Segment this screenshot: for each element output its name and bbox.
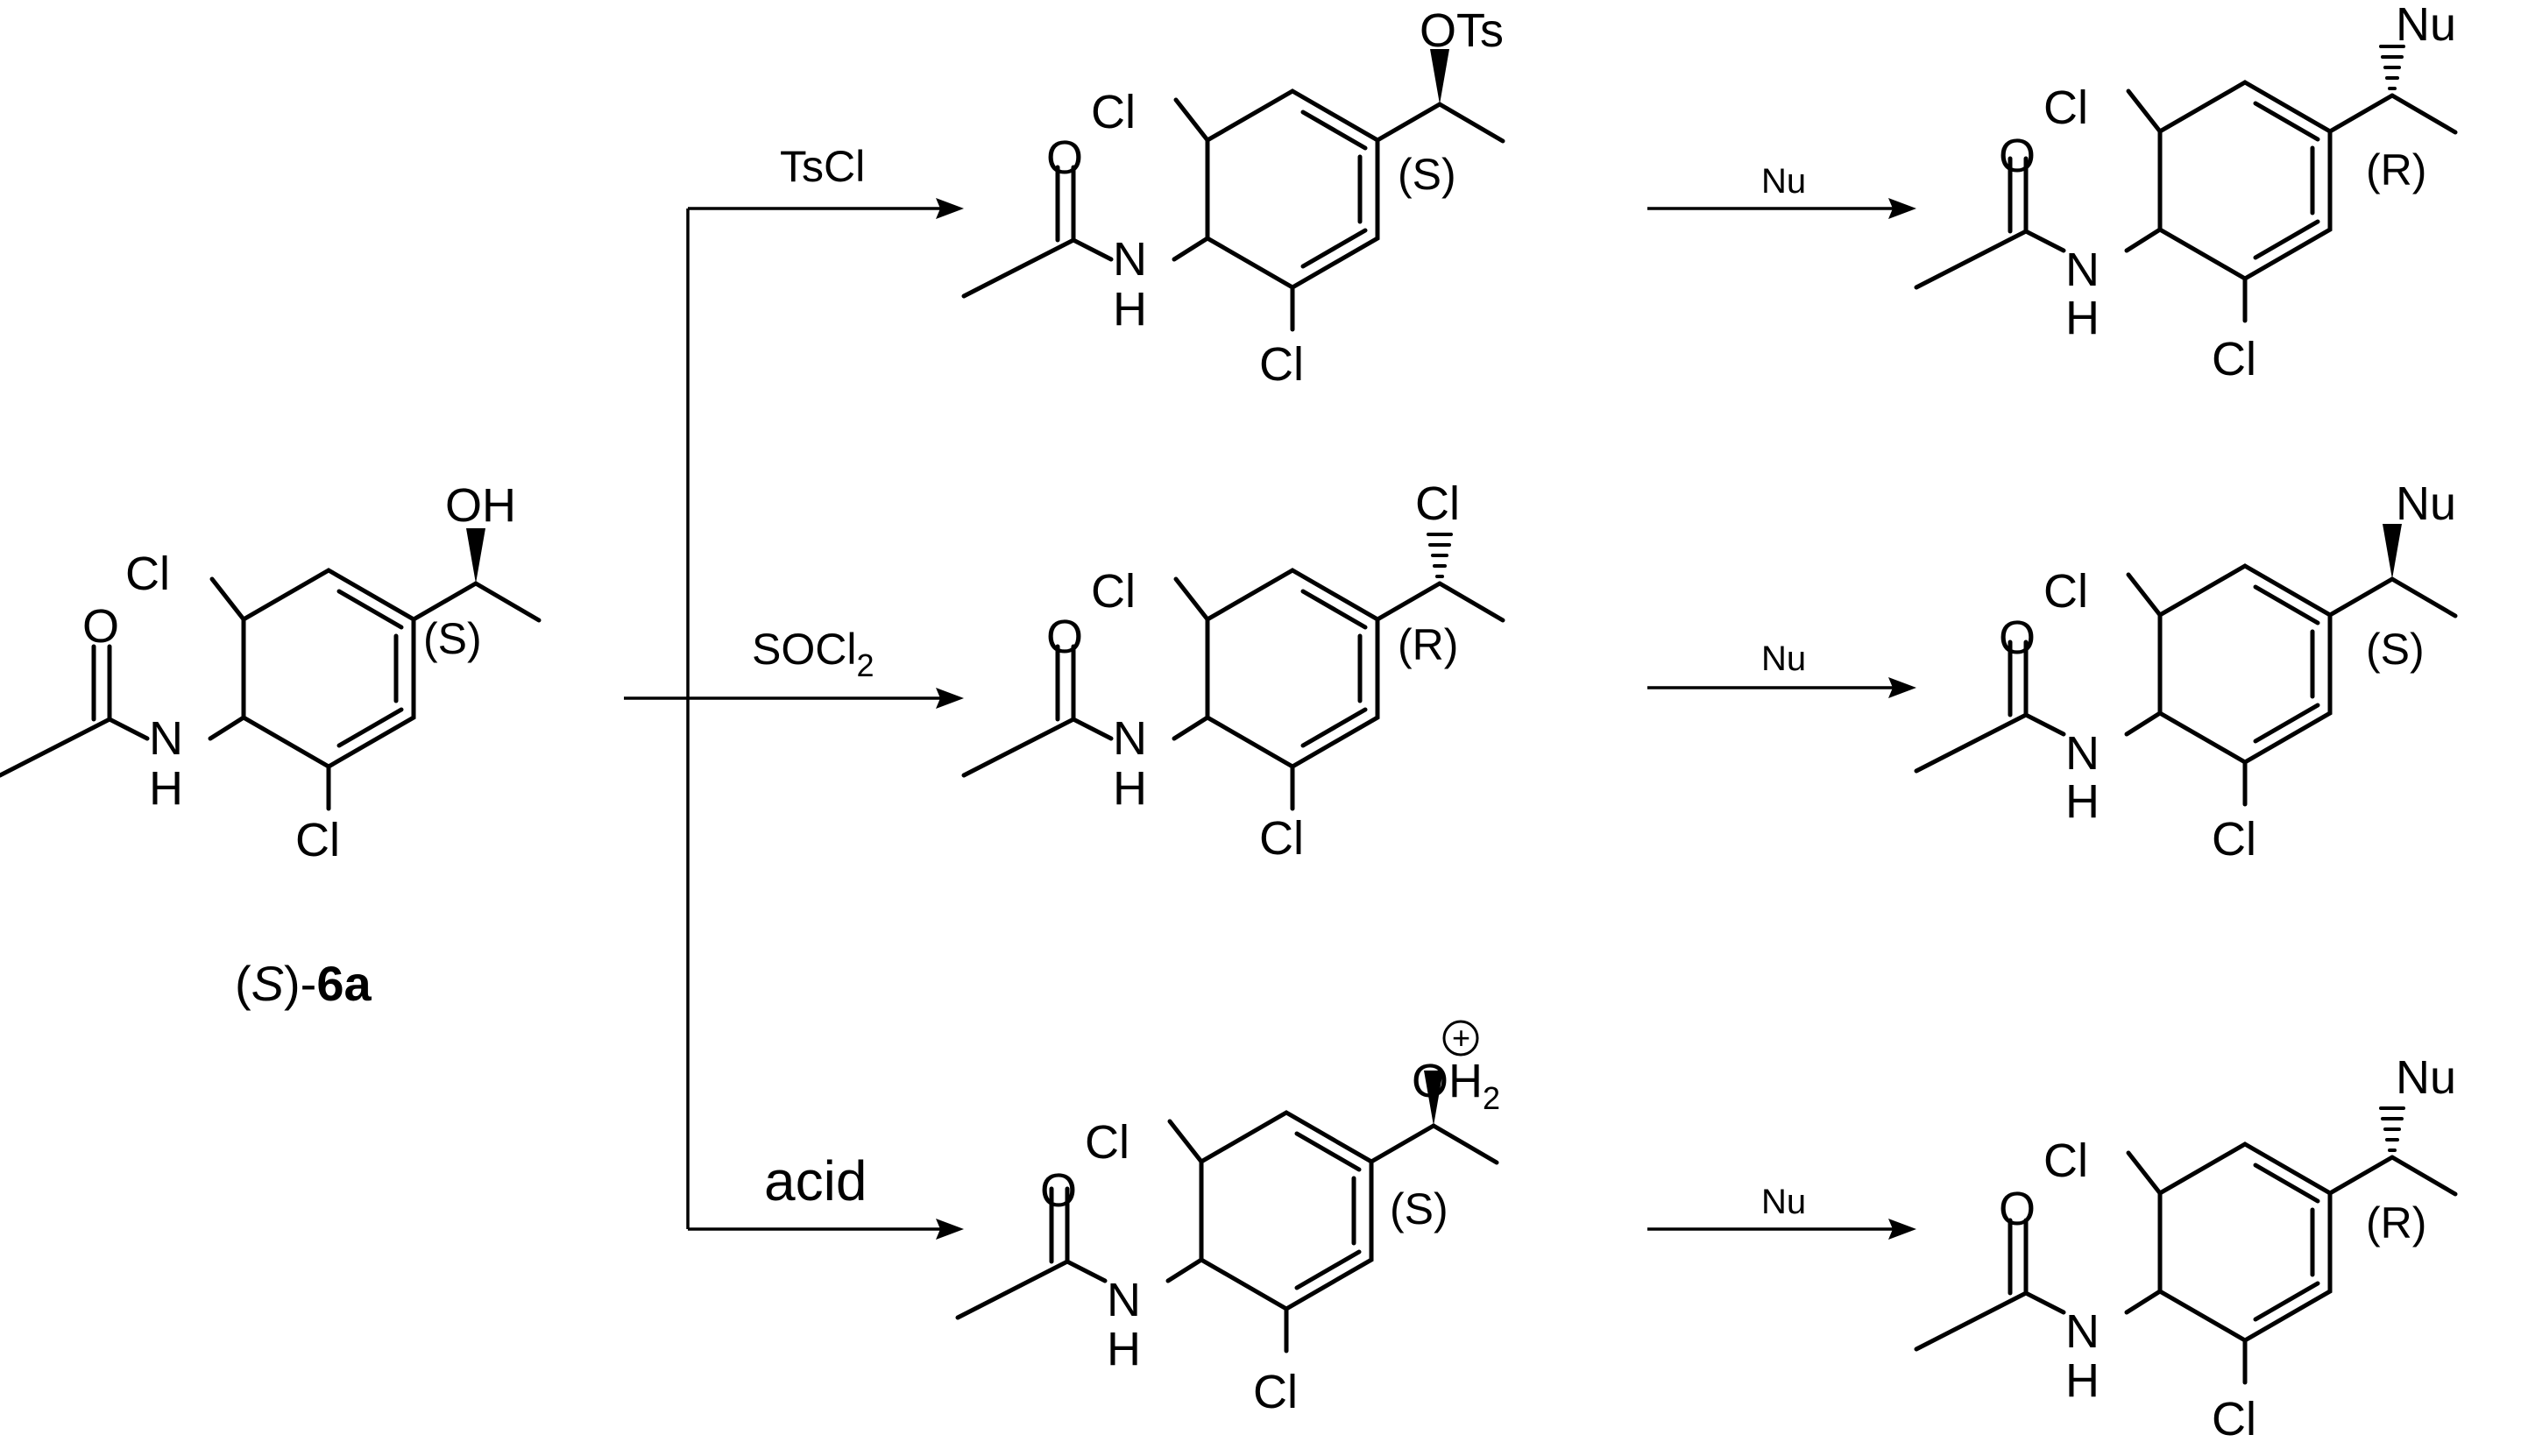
n-atom: N: [1113, 233, 1147, 286]
plus-sign: +: [1452, 1020, 1470, 1056]
intermediate-chloride: Cl Cl N H O Cl (R): [964, 477, 1503, 865]
stereo-descriptor: (R): [2366, 145, 2426, 194]
product-row3: Cl Cl N H O Nu (R): [1916, 1051, 2456, 1445]
stereo-descriptor: (S): [1390, 1184, 1448, 1233]
nu-group: Nu: [2396, 477, 2456, 530]
cl-bottom: Cl: [2212, 813, 2256, 866]
cl-bottom: Cl: [1259, 338, 1304, 391]
product-row2: Cl Cl N H O Nu (S): [1916, 477, 2456, 866]
intermediate-tosylate: Cl Cl N H O OTs (S): [964, 4, 1504, 391]
reagent-nu-row3: Nu: [1761, 1183, 1806, 1221]
n-atom: N: [2065, 244, 2100, 296]
h-atom: H: [2065, 775, 2100, 828]
stereo-descriptor: (R): [1398, 620, 1458, 669]
cl-bottom: Cl: [1253, 1366, 1298, 1418]
compound-label: (S)-6a: [235, 956, 372, 1011]
o-atom: O: [1999, 130, 2036, 182]
n-atom: N: [149, 712, 183, 765]
cl-group: Cl: [1415, 477, 1460, 530]
n-atom: N: [1107, 1274, 1141, 1326]
reagent-nu-row2: Nu: [1761, 640, 1806, 678]
h-atom: H: [2065, 292, 2100, 344]
reagent-tscl: TsCl: [780, 142, 865, 191]
cl-top: Cl: [2043, 1134, 2088, 1187]
reagent-acid: acid: [764, 1149, 867, 1212]
stereo-descriptor: (S): [1398, 150, 1456, 199]
cl-top: Cl: [2043, 565, 2088, 618]
cl-bottom: Cl: [1259, 812, 1304, 865]
stereo-descriptor: (S): [2366, 625, 2425, 674]
o-atom: O: [1999, 611, 2036, 664]
cl-bottom: Cl: [2212, 333, 2256, 385]
arrow-nu-row2: [1647, 677, 1916, 698]
cl-top: Cl: [1091, 565, 1136, 618]
nu-group: Nu: [2396, 1051, 2456, 1104]
oh-group: OH: [445, 479, 516, 532]
nu-group: Nu: [2396, 0, 2456, 51]
oh2-group: OH2: [1412, 1055, 1500, 1116]
cl-bottom: Cl: [295, 814, 340, 866]
n-atom: N: [1113, 712, 1147, 765]
branch-arrows: [624, 198, 964, 1240]
cl-top: Cl: [1091, 86, 1136, 138]
reagent-nu-row1: Nu: [1761, 162, 1806, 201]
product-row1: Cl Cl N H O Nu (R): [1916, 0, 2456, 385]
reagent-socl2: SOCl2: [752, 625, 875, 683]
h-atom: H: [1113, 283, 1147, 336]
o-atom: O: [1040, 1164, 1077, 1217]
o-atom: O: [1046, 131, 1083, 184]
arrow-nu-row3: [1647, 1219, 1916, 1240]
h-atom: H: [149, 762, 183, 815]
cl-top: Cl: [125, 548, 170, 600]
intermediate-oxonium: Cl Cl N H O OH2 + (S): [958, 1020, 1500, 1418]
stereo-descriptor: (S): [423, 614, 482, 663]
stereo-descriptor: (R): [2366, 1198, 2426, 1247]
cl-top: Cl: [2043, 81, 2088, 134]
o-atom: O: [1999, 1183, 2036, 1235]
h-atom: H: [2065, 1354, 2100, 1407]
ots-group: OTs: [1420, 4, 1504, 57]
positive-charge-icon: [1442, 1020, 1479, 1057]
o-atom: O: [82, 600, 119, 653]
n-atom: N: [2065, 1305, 2100, 1358]
h-atom: H: [1113, 762, 1147, 815]
o-atom: O: [1046, 611, 1083, 663]
n-atom: N: [2065, 727, 2100, 780]
h-atom: H: [1107, 1323, 1141, 1375]
arrow-nu-row1: [1647, 198, 1916, 219]
cl-top: Cl: [1085, 1116, 1129, 1169]
starting-material: Cl Cl N H O OH (S): [0, 479, 539, 866]
cl-bottom: Cl: [2212, 1393, 2256, 1445]
